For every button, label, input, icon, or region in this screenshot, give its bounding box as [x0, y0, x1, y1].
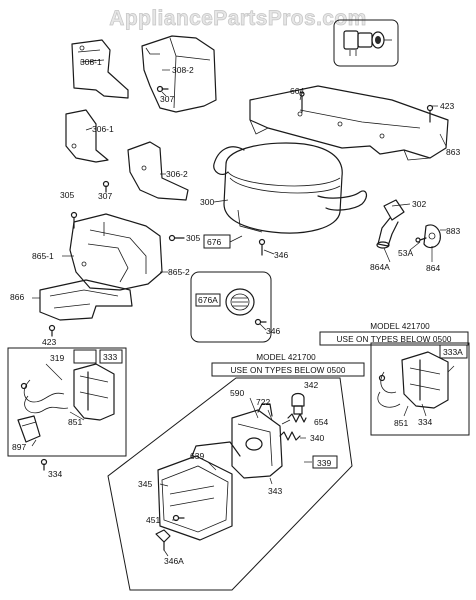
screw-334-left	[42, 460, 47, 471]
part-label-333: 333	[103, 352, 117, 362]
part-label-664: 664	[290, 86, 304, 96]
callout-right-model: MODEL 421700	[370, 322, 430, 331]
ignition-box-left	[8, 348, 126, 456]
part-label-866: 866	[10, 292, 24, 302]
air-cleaner-345	[158, 442, 240, 540]
part-label-308-1: 308-1	[80, 57, 102, 67]
shield-306-2	[128, 142, 188, 200]
switch-callout	[334, 20, 398, 66]
part-label-423: 423	[42, 337, 56, 347]
spark-plug-302	[377, 200, 404, 248]
screw-423-top	[428, 106, 433, 123]
leader-lines	[32, 60, 454, 556]
part-label-308-2: 308-2	[172, 65, 194, 75]
part-label-307: 307	[160, 94, 174, 104]
muffler-300	[214, 143, 367, 233]
part-label-342: 342	[304, 380, 318, 390]
label-box-676	[204, 235, 230, 248]
part-label-345: 345	[138, 479, 152, 489]
screw-307-mid	[104, 182, 109, 193]
part-label-306-1: 306-1	[92, 124, 114, 134]
part-label-722: 722	[256, 397, 270, 407]
part-label-865-1: 865-1	[32, 251, 54, 261]
shield-306-1	[66, 110, 108, 162]
part-label-639: 639	[190, 451, 204, 461]
part-label-654: 654	[314, 417, 328, 427]
part-label-590: 590	[230, 388, 244, 398]
callout-right-header: MODEL 421700 USE ON TYPES BELOW 0500	[320, 322, 468, 345]
carburetor-343	[232, 404, 337, 478]
part-label-897: 897	[12, 442, 26, 452]
callout-center-use-on: USE ON TYPES BELOW 0500	[231, 366, 346, 375]
spring-340	[280, 432, 300, 440]
part-label-302: 302	[412, 199, 426, 209]
part-label-865-2: 865-2	[168, 267, 190, 277]
screw-423-lower	[50, 326, 55, 337]
carb-callout-frame	[108, 378, 352, 590]
callout-center-header: MODEL 421700 USE ON TYPES BELOW 0500	[212, 353, 364, 376]
guard-676a-callout	[191, 272, 271, 342]
part-label-305: 305	[186, 233, 200, 243]
part-label-333a: 333A	[443, 347, 463, 357]
part-label-864a: 864A	[370, 262, 390, 272]
callout-center-model: MODEL 421700	[256, 353, 316, 362]
part-label-334: 334	[418, 417, 432, 427]
part-label-307: 307	[98, 191, 112, 201]
part-label-346: 346	[274, 250, 288, 260]
bracket-863	[250, 86, 448, 160]
part-label-676: 676	[207, 237, 221, 247]
part-label-851: 851	[394, 418, 408, 428]
part-label-423: 423	[440, 101, 454, 111]
ground-plate-864	[416, 225, 440, 248]
part-label-319: 319	[50, 353, 64, 363]
part-label-863: 863	[446, 147, 460, 157]
screw-346-upper	[260, 240, 265, 256]
part-label-306-2: 306-2	[166, 169, 188, 179]
part-label-883: 883	[446, 226, 460, 236]
part-label-676a: 676A	[198, 295, 218, 305]
part-label-334: 334	[48, 469, 62, 479]
part-label-346a: 346A	[164, 556, 184, 566]
spring-654	[288, 414, 306, 422]
watermark-text: AppliancePartsPros.com	[109, 7, 366, 30]
part-label-339: 339	[317, 458, 331, 468]
bolt-346a	[156, 530, 170, 550]
part-label-346: 346	[266, 326, 280, 336]
part-labels: 308-1 308-2 307 664 423 863 306-1 306-2 …	[10, 57, 463, 566]
part-label-340: 340	[310, 433, 324, 443]
shield-308-1	[72, 40, 128, 98]
shield-308-2	[142, 36, 216, 112]
part-label-305: 305	[60, 190, 74, 200]
part-label-851: 851	[68, 417, 82, 427]
part-label-53a: 53A	[398, 248, 413, 258]
blower-housing-865-1	[70, 214, 162, 290]
screw-305-lower	[170, 236, 185, 241]
callout-right-use-on: USE ON TYPES BELOW 0500	[337, 335, 452, 344]
part-label-300: 300	[200, 197, 214, 207]
screw-307-top	[158, 87, 169, 92]
part-label-343: 343	[268, 486, 282, 496]
baffle-866	[40, 280, 132, 320]
part-label-451: 451	[146, 515, 160, 525]
primer-bulb-342	[292, 394, 304, 415]
screw-451	[174, 516, 185, 521]
part-label-864: 864	[426, 263, 440, 273]
